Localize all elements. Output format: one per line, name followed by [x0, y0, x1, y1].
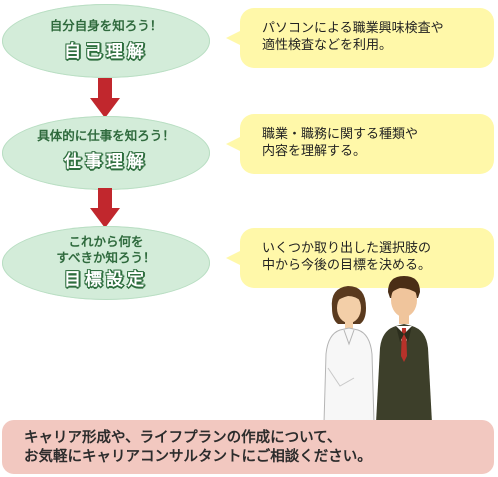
step-self-understanding: 自分自身を知ろう！ 自己理解: [2, 4, 210, 78]
business-couple-illustration: [323, 276, 432, 423]
down-arrow-icon: [90, 188, 120, 228]
down-arrow-icon: [90, 78, 120, 118]
description-bubble-self: パソコンによる職業興味検査や 適性検査などを利用。: [226, 8, 494, 68]
description-bubble-goal: いくつか取り出した選択肢の 中から今後の目標を決める。: [226, 228, 494, 288]
bubble-text: パソコンによる職業興味検査や 適性検査などを利用。: [262, 21, 444, 53]
step-job-understanding: 具体的に仕事を知ろう！ 仕事理解: [2, 116, 210, 190]
step-title: 目標設定: [64, 270, 148, 290]
step-subtitle: これから何を すべきか知ろう！: [56, 234, 156, 265]
step-subtitle: 自分自身を知ろう！: [49, 18, 163, 33]
description-bubble-job: 職業・職務に関する種類や 内容を理解する。: [226, 114, 494, 174]
consultation-banner: キャリア形成や、ライフプランの作成について、 お気軽にキャリアコンサルタントにご…: [2, 420, 494, 474]
bubble-text: いくつか取り出した選択肢の 中から今後の目標を決める。: [262, 241, 432, 273]
step-goal-setting: これから何を すべきか知ろう！ 目標設定: [2, 226, 210, 300]
step-title: 自己理解: [64, 42, 148, 62]
step-subtitle: 具体的に仕事を知ろう！: [37, 128, 175, 143]
bubble-text: 職業・職務に関する種類や 内容を理解する。: [262, 127, 419, 159]
man-figure: [376, 276, 432, 423]
woman-figure: [323, 286, 375, 423]
step-title: 仕事理解: [64, 152, 148, 172]
banner-text: キャリア形成や、ライフプランの作成について、 お気軽にキャリアコンサルタントにご…: [24, 430, 372, 465]
